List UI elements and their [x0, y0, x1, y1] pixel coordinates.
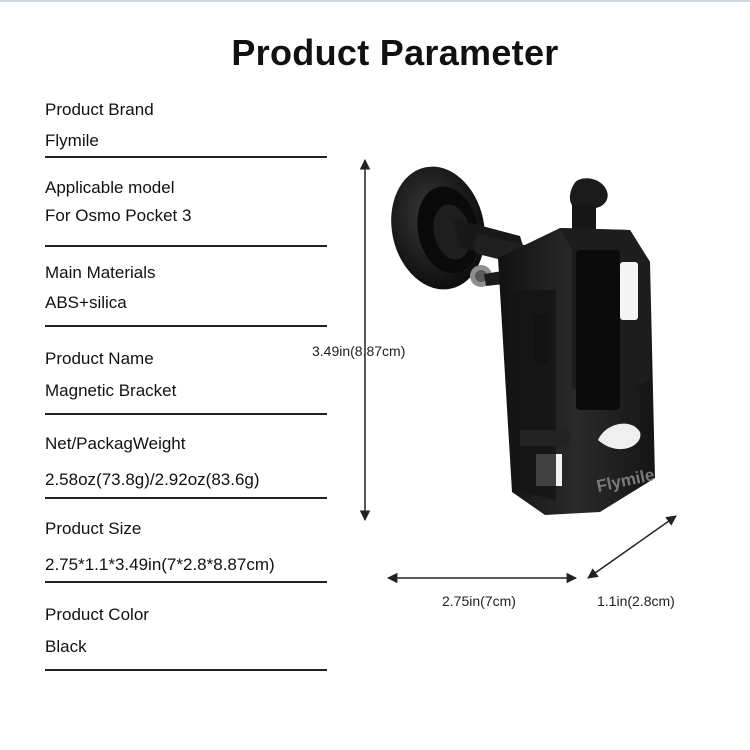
divider [45, 581, 327, 583]
top-knob [569, 178, 608, 230]
divider [45, 245, 327, 247]
param-label: Product Size [45, 519, 142, 538]
param-label: Product Name [45, 349, 154, 368]
param-label: Main Materials [45, 263, 156, 282]
param-value: For Osmo Pocket 3 [45, 206, 192, 225]
divider [45, 669, 327, 671]
param-value: 2.58oz(73.8g)/2.92oz(83.6g) [45, 470, 260, 489]
cage-body: Flymile [498, 228, 656, 515]
param-value: ABS+silica [45, 293, 127, 312]
divider [45, 325, 327, 327]
param-label: Applicable model [45, 178, 175, 197]
param-value: 2.75*1.1*3.49in(7*2.8*8.87cm) [45, 555, 275, 574]
param-label: Net/PackagWeight [45, 434, 186, 453]
magnet-disc [391, 166, 485, 290]
divider [45, 413, 327, 415]
param-label: Product Brand [45, 100, 154, 119]
divider [45, 156, 327, 158]
depth-dimension-label: 1.1in(2.8cm) [597, 593, 675, 609]
height-dimension-label: 3.49in(8.87cm) [312, 343, 406, 359]
width-dimension-label: 2.75in(7cm) [442, 593, 516, 609]
param-label: Product Color [45, 605, 149, 624]
param-value: Black [45, 637, 87, 656]
page-title: Product Parameter [231, 32, 559, 73]
top-border [0, 0, 750, 2]
param-value: Magnetic Bracket [45, 381, 177, 400]
param-value: Flymile [45, 131, 99, 150]
depth-arrow [587, 515, 677, 579]
divider [45, 497, 327, 499]
